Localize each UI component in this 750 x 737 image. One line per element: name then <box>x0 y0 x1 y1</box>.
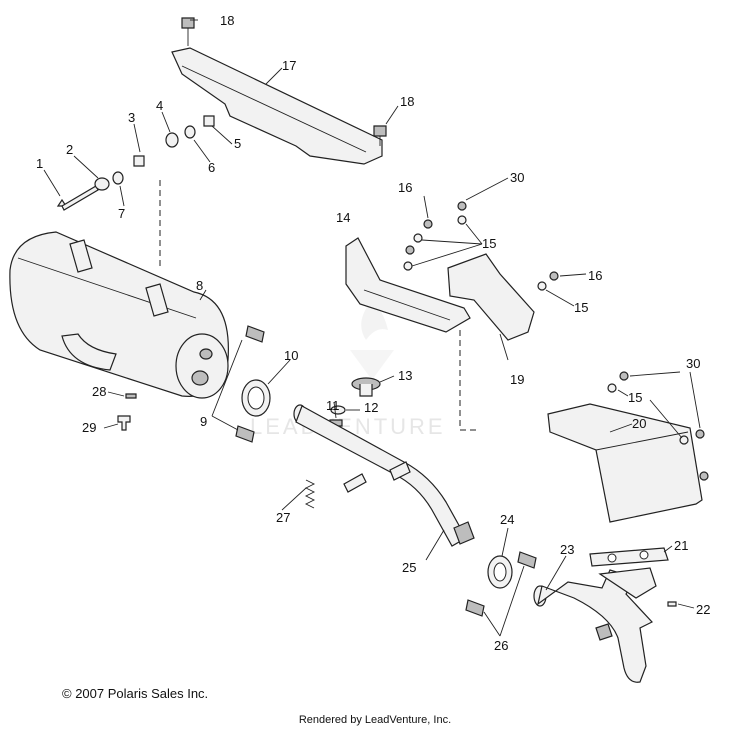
shield-20 <box>547 403 703 523</box>
alignment-line-right <box>459 330 478 431</box>
bolt-1 <box>56 185 99 211</box>
stud-22 <box>667 601 677 607</box>
callout-1: 1 <box>36 156 43 171</box>
callout-5: 5 <box>234 136 241 151</box>
callout-13: 13 <box>398 368 412 383</box>
callout-23: 23 <box>560 542 574 557</box>
bolt-30-shield <box>695 429 705 439</box>
callout-9: 9 <box>200 414 207 429</box>
clamp-9-top <box>245 325 265 343</box>
callout-21: 21 <box>674 538 688 553</box>
callout-26: 26 <box>494 638 508 653</box>
exhaust-manifold-23 <box>533 567 657 683</box>
callout-25: 25 <box>402 560 416 575</box>
callout-19: 19 <box>510 372 524 387</box>
bolt-18-top <box>181 17 195 46</box>
gasket-21 <box>589 547 669 567</box>
callout-7: 7 <box>118 206 125 221</box>
callout-4: 4 <box>156 98 163 113</box>
washer-2 <box>94 177 110 191</box>
copyright-text: © 2007 Polaris Sales Inc. <box>62 686 209 701</box>
washer-15-left <box>413 233 423 243</box>
callout-30-right: 30 <box>686 356 700 371</box>
callout-29: 29 <box>82 420 96 435</box>
fastener-28 <box>125 393 137 399</box>
nut-5 <box>203 115 215 127</box>
bolt-18-right <box>373 125 387 146</box>
washer-15-mid <box>403 261 413 271</box>
callout-8: 8 <box>196 278 203 293</box>
callout-18-right: 18 <box>400 94 414 109</box>
watermark-logo <box>350 300 394 380</box>
bracket-14 <box>345 237 471 333</box>
callout-11: 11 <box>326 398 340 413</box>
muffler-8 <box>9 231 229 399</box>
callout-17: 17 <box>282 58 296 73</box>
callout-30-top: 30 <box>510 170 524 185</box>
bolt-30-top <box>457 201 467 211</box>
callout-labels: 1 2 3 4 5 6 7 8 9 10 11 12 13 14 15 15 1… <box>36 13 710 653</box>
callout-6: 6 <box>208 160 215 175</box>
callout-15-lower: 15 <box>628 390 642 405</box>
callout-leaders <box>43 19 701 637</box>
callout-27: 27 <box>276 510 290 525</box>
washer-6 <box>184 125 196 139</box>
grommet-13 <box>351 377 381 397</box>
bolt-16-left <box>423 219 433 229</box>
bolt-16-right <box>549 271 559 281</box>
washer-4 <box>165 132 179 148</box>
callout-14: 14 <box>336 210 350 225</box>
callout-16-left: 16 <box>398 180 412 195</box>
callout-24: 24 <box>500 512 514 527</box>
callout-12: 12 <box>364 400 378 415</box>
callout-20: 20 <box>632 416 646 431</box>
clamp-26-top <box>517 551 537 569</box>
callout-28: 28 <box>92 384 106 399</box>
spring-27 <box>304 479 316 509</box>
callout-2: 2 <box>66 142 73 157</box>
callout-18-top: 18 <box>220 13 234 28</box>
spacer-3 <box>133 155 145 167</box>
head-pipe-25 <box>293 404 475 547</box>
heat-shield-17 <box>171 47 383 165</box>
washer-15-top <box>457 215 467 225</box>
washer-15-lower <box>607 383 617 393</box>
bolt-shield-20 <box>699 471 709 481</box>
bolt-30-lower <box>619 371 629 381</box>
callout-22: 22 <box>696 602 710 617</box>
clamp-9-bottom <box>235 425 255 443</box>
gasket-10 <box>241 379 271 417</box>
shield-19 <box>447 253 535 341</box>
rendered-by-text: Rendered by LeadVenture, Inc. <box>298 714 452 726</box>
ring-7 <box>112 171 124 185</box>
bolt-bracket <box>405 245 415 255</box>
callout-15-center: 15 <box>482 236 496 251</box>
callout-15-right: 15 <box>574 300 588 315</box>
callout-10: 10 <box>284 348 298 363</box>
fastener-29 <box>117 415 131 431</box>
callout-16-right: 16 <box>588 268 602 283</box>
callout-3: 3 <box>128 110 135 125</box>
gasket-24 <box>487 555 513 589</box>
clamp-26-bottom <box>465 599 485 617</box>
washer-15-right <box>537 281 547 291</box>
